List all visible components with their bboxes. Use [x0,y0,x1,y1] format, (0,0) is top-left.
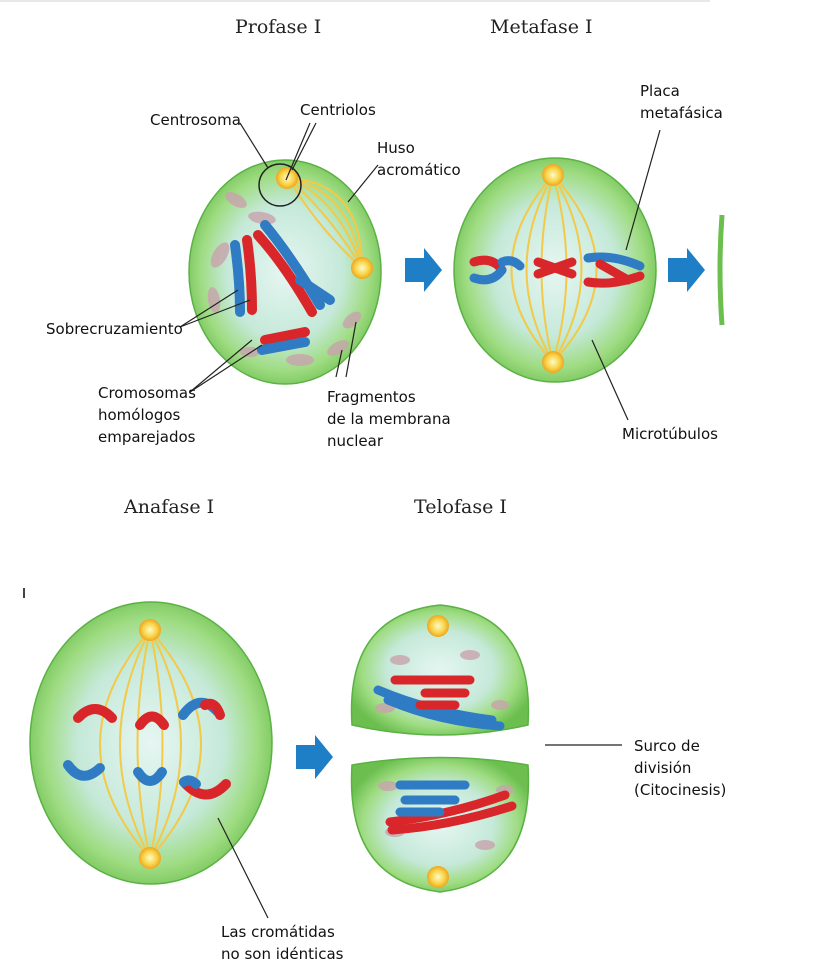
metaphase-cell [453,157,657,383]
label-membrane: Fragmentos de la membrana nuclear [327,388,451,450]
telophase-centrosome-top [427,615,449,637]
prophase-pointers [179,122,379,393]
anaphase-chromosomes [63,697,231,800]
label-metaphase-plate: Placa metafásica [640,82,723,122]
label-spindle: Huso acromático [377,139,461,179]
prophase-chromosomes [230,220,335,355]
title-telophase: Telofase I [414,496,507,518]
label-chromatids: Las cromátidas no son idénticas [221,923,344,963]
telophase-cells [350,604,530,893]
label-centrioles: Centriolos [300,101,376,119]
metaphase-centrosome-top [542,164,564,186]
telophase-membrane [375,650,514,850]
centrioles-circle [258,163,302,207]
edge-mark [23,588,25,598]
label-centrosome: Centrosoma [150,111,241,129]
prophase-cell [188,159,382,385]
label-crossing-over: Sobrecruzamiento [46,320,183,338]
next-cell-edge [717,214,725,326]
top-border [0,0,710,2]
anaphase-spindle [99,629,202,859]
metaphase-pointers [591,129,661,421]
title-anaphase: Anafase I [124,496,215,518]
metaphase-chromosomes [469,252,645,288]
anaphase-centrosome-bottom [139,847,161,869]
anaphase-pointers [217,817,269,919]
arrow-prophase-metaphase [405,248,442,292]
arrow-anaphase-telophase [296,735,333,779]
centrosome-right [351,257,373,279]
label-microtubules: Microtúbulos [622,425,718,443]
arrow-metaphase-next [668,248,705,292]
label-furrow: Surco de división (Citocinesis) [634,737,727,799]
label-homologous: Cromosomas homólogos emparejados [98,384,196,446]
telophase-chromosomes [373,675,517,835]
metaphase-centrosome-bottom [542,351,564,373]
anaphase-cell [29,601,273,885]
title-metaphase: Metafase I [490,16,593,38]
membrane-fragments [207,192,362,366]
telophase-centrosome-bottom [427,866,449,888]
title-prophase: Profase I [235,16,322,38]
anaphase-centrosome-top [139,619,161,641]
